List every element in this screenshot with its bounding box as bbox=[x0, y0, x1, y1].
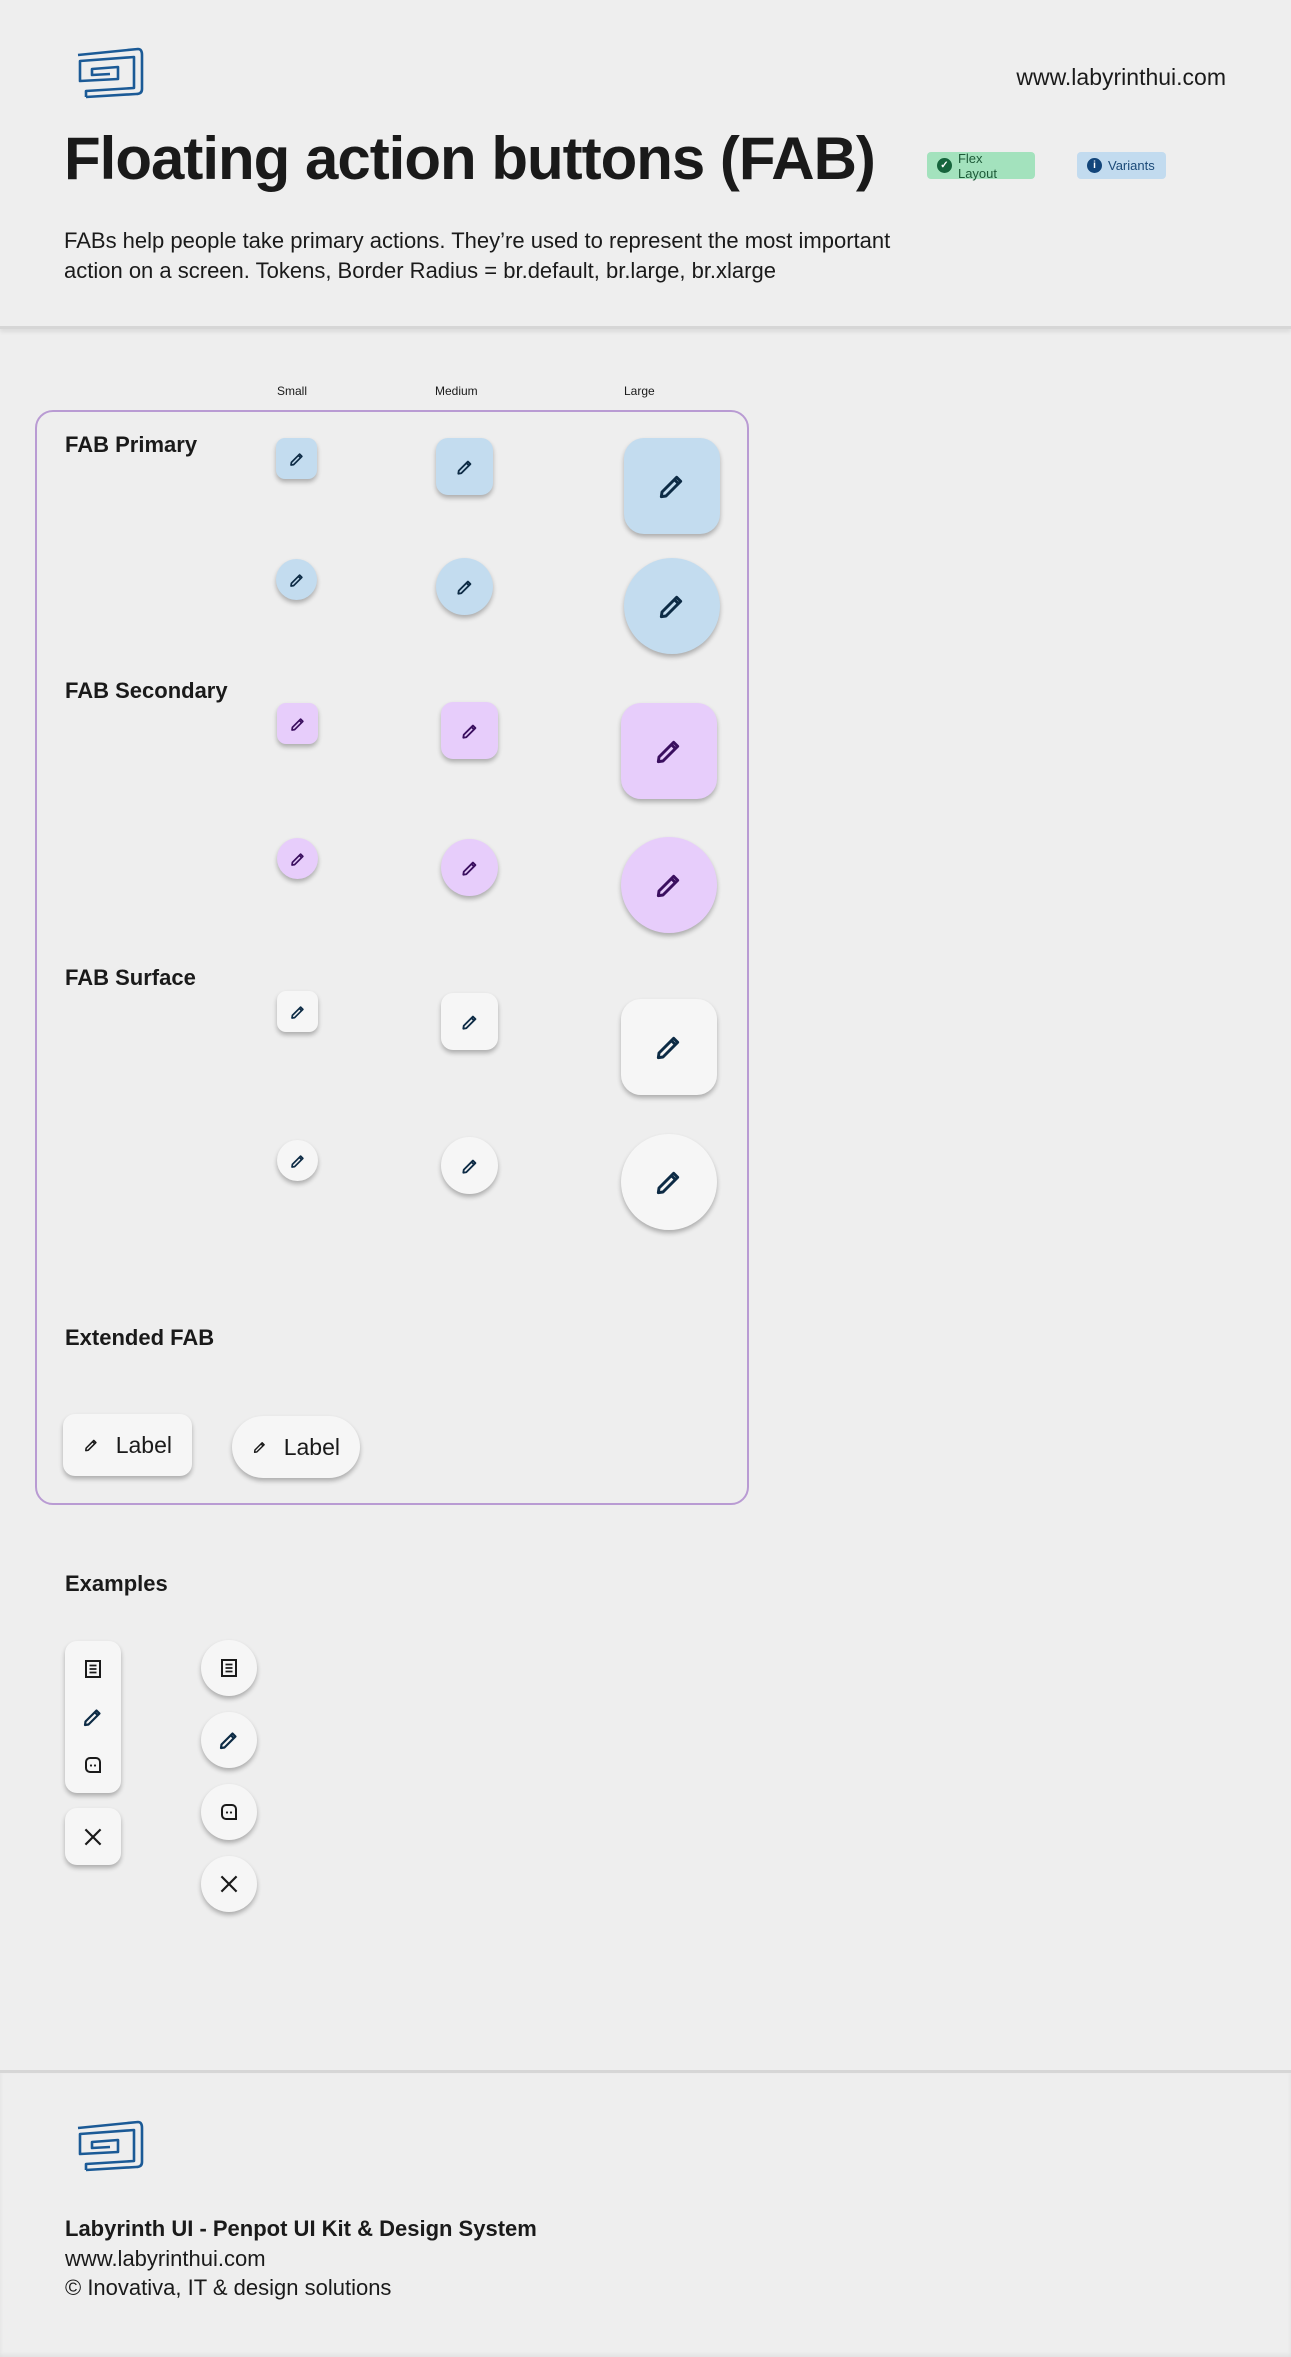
badge-label: Variants bbox=[1108, 158, 1155, 173]
pencil-icon bbox=[460, 1156, 480, 1176]
column-label-small: Small bbox=[277, 384, 308, 398]
page-title: Floating action buttons (FAB) bbox=[64, 125, 876, 192]
site-url[interactable]: www.labyrinthui.com bbox=[1016, 64, 1226, 90]
fab-secondary-small-circle[interactable] bbox=[277, 838, 318, 879]
footer-copyright: © Inovativa, IT & design solutions bbox=[65, 2275, 392, 2300]
pencil-icon bbox=[289, 1003, 307, 1021]
extended-fab-rounded[interactable]: Label bbox=[63, 1414, 192, 1476]
description-line: FABs help people take primary actions. T… bbox=[64, 228, 891, 253]
extended-fab-label: Label bbox=[283, 1433, 340, 1460]
page-description: FABs help people take primary actions. T… bbox=[64, 226, 964, 286]
footer-url[interactable]: www.labyrinthui.com bbox=[65, 2246, 266, 2271]
column-label-medium: Medium bbox=[435, 384, 478, 398]
pencil-icon bbox=[653, 735, 685, 767]
flex-layout-badge: ✓ Flex Layout bbox=[927, 150, 1035, 181]
pencil-icon bbox=[656, 470, 688, 502]
fab-surface-small-circle[interactable] bbox=[277, 1140, 318, 1181]
fab-secondary-large-rounded[interactable] bbox=[621, 703, 717, 799]
pencil-icon bbox=[83, 1435, 100, 1455]
fab-primary-medium-rounded[interactable] bbox=[436, 438, 493, 495]
section-title-primary: FAB Primary bbox=[65, 432, 198, 457]
description-line: action on a screen. Tokens, Border Radiu… bbox=[64, 258, 776, 283]
variants-badge: i Variants bbox=[1077, 152, 1166, 179]
close-fab-circle[interactable] bbox=[201, 1856, 257, 1912]
close-icon bbox=[216, 1871, 242, 1897]
pencil-icon bbox=[653, 869, 685, 901]
pencil-icon bbox=[289, 1152, 307, 1170]
labyrinth-logo bbox=[72, 2118, 147, 2172]
pencil-icon bbox=[289, 850, 307, 868]
chat-icon bbox=[217, 1800, 241, 1824]
pencil-icon bbox=[288, 450, 306, 468]
fab-surface-medium-circle[interactable] bbox=[441, 1137, 498, 1194]
fab-surface-medium-rounded[interactable] bbox=[441, 993, 498, 1050]
badge-label: Flex Layout bbox=[957, 150, 998, 181]
info-circle-icon: i bbox=[1087, 158, 1102, 173]
document-fab-circle[interactable] bbox=[201, 1640, 257, 1696]
pencil-icon bbox=[460, 1012, 480, 1032]
page-footer: Labyrinth UI - Penpot UI Kit & Design Sy… bbox=[0, 2070, 1291, 2357]
extended-fab-label: Label bbox=[115, 1431, 172, 1458]
fab-variants-panel bbox=[35, 410, 749, 1505]
fab-secondary-large-circle[interactable] bbox=[621, 837, 717, 933]
document-icon[interactable] bbox=[81, 1657, 105, 1681]
pencil-icon bbox=[455, 457, 475, 477]
pencil-icon bbox=[460, 721, 480, 741]
close-icon bbox=[80, 1824, 106, 1850]
section-title-examples: Examples bbox=[65, 1571, 168, 1596]
fab-primary-large-circle[interactable] bbox=[624, 558, 720, 654]
check-circle-icon: ✓ bbox=[937, 158, 952, 173]
fab-primary-small-circle[interactable] bbox=[276, 559, 317, 600]
close-fab-rounded[interactable] bbox=[65, 1808, 121, 1865]
pencil-icon bbox=[653, 1031, 685, 1063]
fab-secondary-medium-circle[interactable] bbox=[441, 839, 498, 896]
pencil-icon[interactable] bbox=[81, 1705, 105, 1729]
fab-secondary-medium-rounded[interactable] bbox=[441, 702, 498, 759]
chat-icon[interactable] bbox=[81, 1753, 105, 1777]
fab-surface-large-rounded[interactable] bbox=[621, 999, 717, 1095]
document-icon bbox=[217, 1656, 241, 1680]
pencil-icon bbox=[252, 1437, 268, 1457]
page-header: www.labyrinthui.com Floating action butt… bbox=[0, 0, 1291, 329]
fab-secondary-small-rounded[interactable] bbox=[277, 703, 318, 744]
labyrinth-logo bbox=[72, 45, 147, 99]
fab-surface-large-circle[interactable] bbox=[621, 1134, 717, 1230]
fab-primary-small-rounded[interactable] bbox=[276, 438, 317, 479]
pencil-icon bbox=[455, 577, 475, 597]
chat-fab-circle[interactable] bbox=[201, 1784, 257, 1840]
column-label-large: Large bbox=[624, 384, 655, 398]
pencil-icon bbox=[460, 858, 480, 878]
section-title-surface: FAB Surface bbox=[65, 965, 196, 990]
fab-surface-small-rounded[interactable] bbox=[277, 991, 318, 1032]
fab-menu-stack bbox=[65, 1641, 121, 1793]
pencil-icon bbox=[289, 715, 307, 733]
extended-fab-pill[interactable]: Label bbox=[232, 1416, 360, 1478]
section-title-extended: Extended FAB bbox=[65, 1325, 215, 1350]
section-title-secondary: FAB Secondary bbox=[65, 678, 228, 703]
fab-primary-medium-circle[interactable] bbox=[436, 558, 493, 615]
footer-title: Labyrinth UI - Penpot UI Kit & Design Sy… bbox=[65, 2216, 537, 2241]
pencil-icon bbox=[217, 1728, 241, 1752]
pencil-icon bbox=[653, 1166, 685, 1198]
pencil-icon bbox=[288, 571, 306, 589]
pencil-icon bbox=[656, 590, 688, 622]
edit-fab-circle[interactable] bbox=[201, 1712, 257, 1768]
fab-primary-large-rounded[interactable] bbox=[624, 438, 720, 534]
